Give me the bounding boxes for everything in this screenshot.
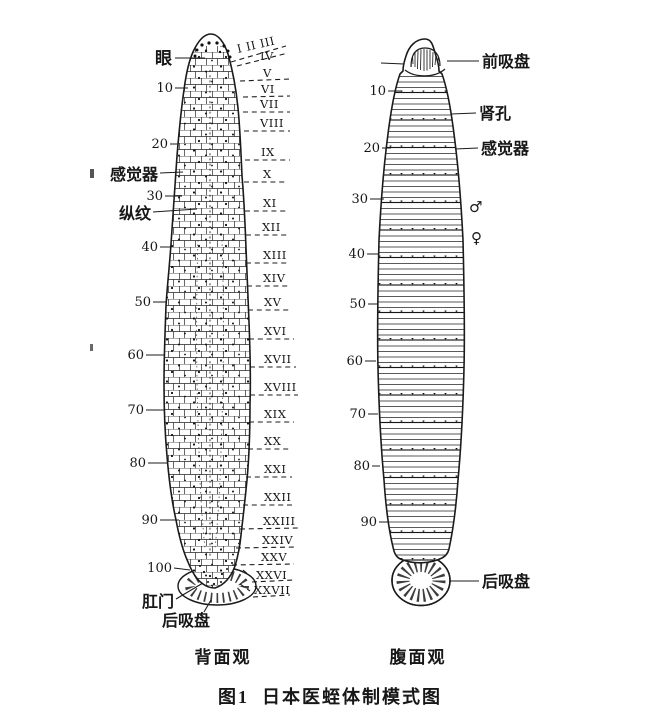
tail-stipple: [199, 562, 233, 586]
ventral-texture: [377, 72, 465, 563]
female-pore-symbol: ♀: [471, 229, 482, 247]
ventral-tick: 30: [351, 192, 368, 207]
somite-label: XXIV: [262, 533, 293, 547]
dorsal-leader-lines: [146, 57, 212, 613]
somite-label: XIII: [263, 248, 287, 262]
somite-label: VIII: [259, 116, 284, 130]
somite-label: XXIII: [263, 514, 296, 528]
somite-label: XXV: [261, 550, 287, 564]
ventral-tick: 20: [363, 141, 380, 156]
label-anus: 肛门: [142, 592, 174, 611]
label-sensory-organ-ventral: 感觉器: [481, 139, 530, 158]
dorsal-view-caption: 背面观: [195, 647, 252, 667]
somite-label: XVI: [264, 324, 287, 338]
ventral-view-caption: 腹面观: [390, 647, 447, 667]
somite-label: XXVII: [254, 583, 290, 597]
somite-label: XXI: [264, 462, 286, 476]
dorsal-tick: 100: [147, 561, 172, 576]
scan-speck: [90, 344, 93, 351]
figure-title: 日本医蛭体制模式图: [262, 686, 442, 707]
dorsal-tick: 40: [141, 240, 158, 255]
somite-label: XXII: [264, 490, 291, 504]
label-sensory-organ-dorsal: 感觉器: [110, 165, 159, 184]
dorsal-tick: 90: [141, 513, 158, 528]
somite-label: VII: [259, 97, 279, 111]
somite-label: VI: [260, 82, 275, 96]
label-anterior-sucker: 前吸盘: [482, 52, 530, 71]
dorsal-tick: 50: [134, 295, 151, 310]
dorsal-tick: 60: [127, 348, 144, 363]
ventral-tick: 60: [346, 354, 363, 369]
somite-label: XVII: [264, 352, 292, 366]
eye-spots: [193, 41, 232, 59]
somite-label: XII: [262, 220, 281, 234]
male-pore-symbol: ♂: [469, 198, 482, 216]
ventral-leader-lines: [365, 60, 479, 582]
somite-label: XVIII: [264, 380, 297, 394]
ventral-tick: 80: [353, 459, 370, 474]
dorsal-tick: 30: [146, 189, 163, 204]
ventral-tick: 90: [360, 515, 377, 530]
label-nephridiopore: 肾孔: [479, 105, 511, 123]
dorsal-view-figure: 10 20 30 40 50 60 70 80 90 100 I II III …: [110, 33, 299, 630]
somite-label: XI: [263, 196, 277, 210]
dorsal-tick: 10: [156, 81, 173, 96]
somite-label: XV: [264, 295, 282, 309]
somite-boundary-dashes: [230, 45, 299, 598]
label-longitudinal-stripes: 纵纹: [119, 204, 152, 223]
somite-label: V: [262, 66, 272, 80]
label-posterior-sucker-ventral: 后吸盘: [482, 572, 530, 591]
somite-label: X: [263, 167, 272, 181]
somite-label: XXVI: [256, 568, 287, 582]
scan-speck: [90, 169, 94, 178]
figure-number: 图1: [218, 687, 249, 707]
label-posterior-sucker-dorsal: 后吸盘: [162, 611, 210, 630]
somite-label: XIX: [264, 407, 287, 421]
ventral-view-figure: 10 20 30 40 50 60 70 80 90 前吸盘 肾孔 感觉器 ♂ …: [346, 38, 530, 607]
dorsal-tick: 20: [151, 137, 168, 152]
dorsal-tick: 70: [127, 403, 144, 418]
ventral-tick: 50: [349, 297, 366, 312]
ventral-tick: 40: [348, 247, 365, 262]
ventral-tick: 70: [349, 407, 366, 422]
dorsal-tick: 80: [129, 456, 146, 471]
somite-label: IX: [261, 145, 275, 159]
somite-label: IV: [260, 49, 274, 63]
somite-label: XIV: [263, 271, 286, 285]
anterior-sucker: [404, 47, 446, 77]
label-eye: 眼: [155, 49, 172, 68]
somite-label: XX: [264, 434, 282, 448]
ventral-tick: 10: [369, 84, 386, 99]
